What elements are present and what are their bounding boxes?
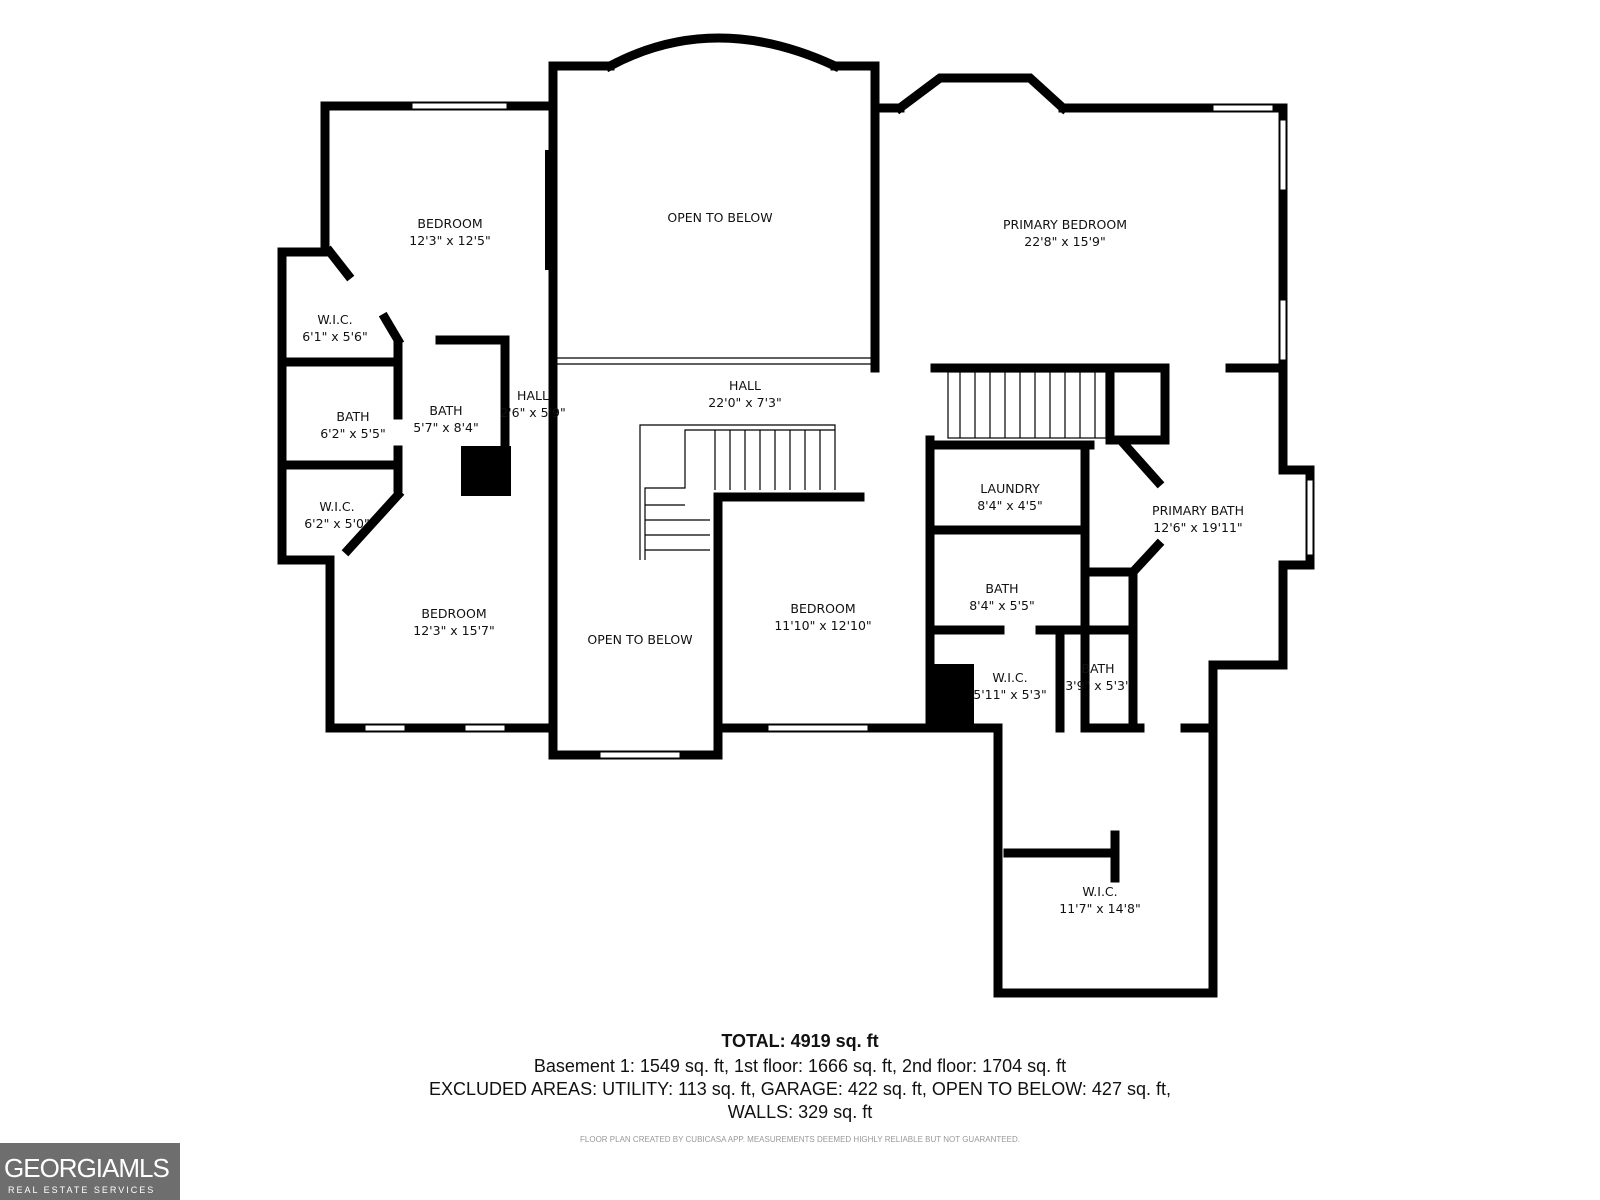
room-name: HALL [517, 388, 549, 403]
room-name: W.I.C. [1082, 884, 1117, 899]
room-name: BATH [336, 409, 369, 424]
logo-main: GEORGIAMLS [4, 1153, 170, 1183]
room-name: BATH [429, 403, 462, 418]
room-size: 12'6" x 19'11" [1153, 520, 1242, 535]
walls [277, 33, 1315, 998]
windows [364, 102, 1314, 759]
floor-areas: Basement 1: 1549 sq. ft, 1st floor: 1666… [533, 1056, 1067, 1076]
room-size: 12'3" x 15'7" [413, 623, 494, 638]
room-size: 5'11" x 5'3" [973, 687, 1046, 702]
logo-sub: REAL ESTATE SERVICES [8, 1185, 156, 1195]
room-name: HALL [729, 378, 761, 393]
room-name: W.I.C. [992, 670, 1027, 685]
room-size: 6'2" x 5'0" [304, 516, 370, 531]
room-name: BEDROOM [790, 601, 855, 616]
floor-plan: BEDROOM 12'3" x 12'5" OPEN TO BELOW PRIM… [277, 33, 1315, 998]
room-name: W.I.C. [319, 499, 354, 514]
room-labels: BEDROOM 12'3" x 12'5" OPEN TO BELOW PRIM… [302, 210, 1244, 916]
room-size: 12'3" x 12'5" [409, 233, 490, 248]
walls-area: WALLS: 329 sq. ft [727, 1102, 873, 1122]
stairs [639, 371, 1107, 560]
disclaimer: FLOOR PLAN CREATED BY CUBICASA APP. MEAS… [580, 1135, 1020, 1144]
room-name: PRIMARY BEDROOM [1003, 217, 1127, 232]
room-name: OPEN TO BELOW [667, 210, 772, 225]
room-size: 5'7" x 8'4" [413, 420, 479, 435]
room-size: 8'4" x 4'5" [977, 498, 1043, 513]
total-area: TOTAL: 4919 sq. ft [721, 1031, 879, 1051]
room-name: LAUNDRY [980, 481, 1040, 496]
room-name: BATH [985, 581, 1018, 596]
room-name: W.I.C. [317, 312, 352, 327]
room-size: 3'9" x 5'3" [1065, 678, 1131, 693]
room-size: 8'4" x 5'5" [969, 598, 1035, 613]
room-size: 11'10" x 12'10" [774, 618, 871, 633]
georgia-mls-logo: GEORGIAMLS REAL ESTATE SERVICES [0, 1143, 180, 1200]
room-size: 6'1" x 5'6" [302, 329, 368, 344]
room-name: BATH [1081, 661, 1114, 676]
room-name: BEDROOM [421, 606, 486, 621]
room-name: OPEN TO BELOW [587, 632, 692, 647]
room-size: 6'2" x 5'5" [320, 426, 386, 441]
excluded-areas: EXCLUDED AREAS: UTILITY: 113 sq. ft, GAR… [429, 1079, 1171, 1099]
room-name: BEDROOM [417, 216, 482, 231]
room-size: 22'0" x 7'3" [708, 395, 781, 410]
room-size: 22'8" x 15'9" [1024, 234, 1105, 249]
room-name: PRIMARY BATH [1152, 503, 1244, 518]
room-size: 2'6" x 5'9" [500, 405, 566, 420]
room-size: 11'7" x 14'8" [1059, 901, 1140, 916]
